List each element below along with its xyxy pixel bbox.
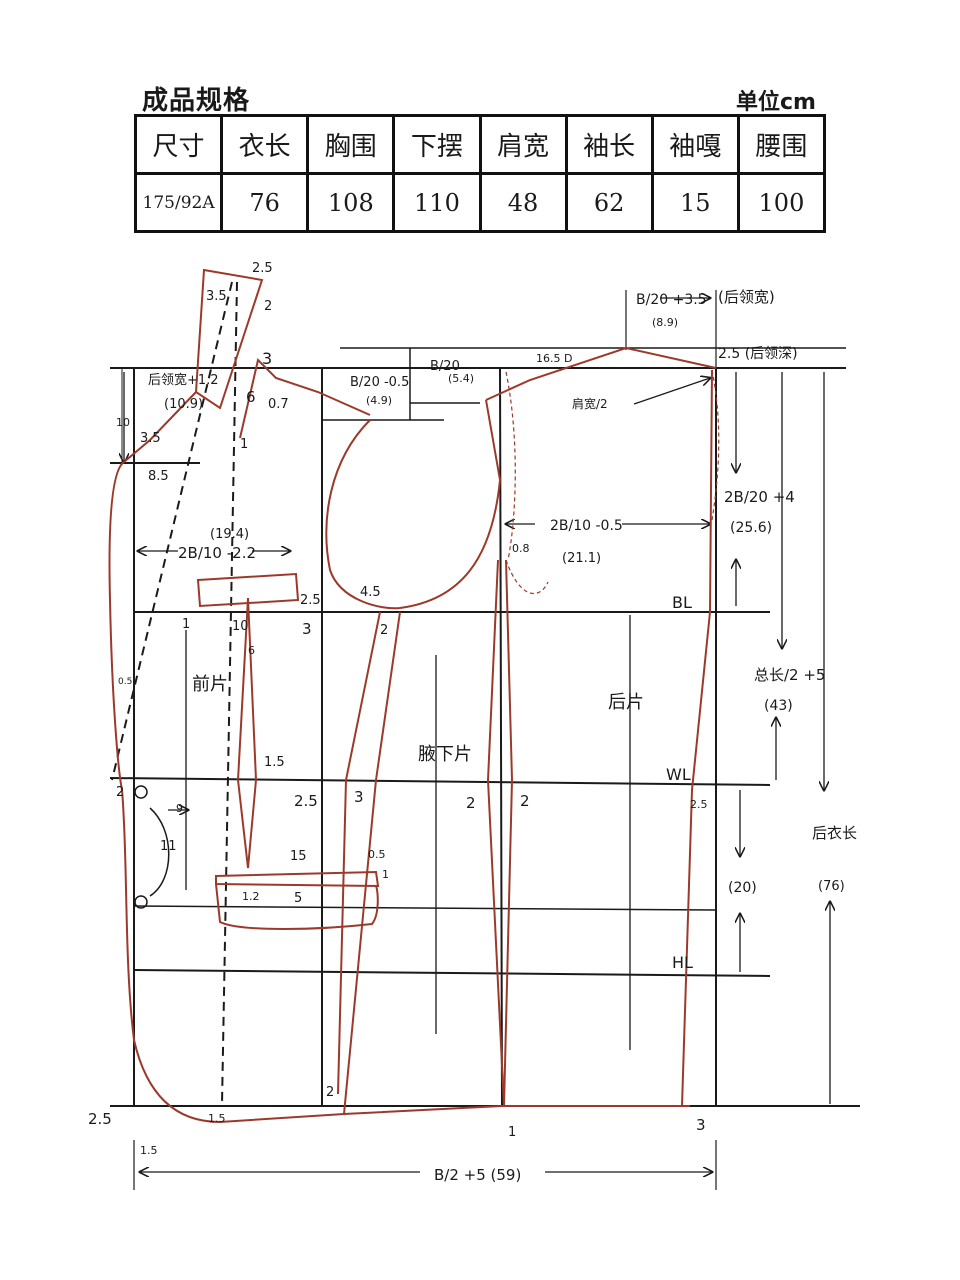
- label: 0.8: [512, 542, 530, 555]
- label: 2.5: [88, 1110, 112, 1128]
- label: 总长/2 +5: [754, 666, 825, 684]
- label: 3.5: [140, 431, 161, 446]
- label: 肩宽/2: [572, 396, 608, 411]
- label: B/20: [430, 359, 460, 374]
- label: (后领宽): [718, 288, 775, 306]
- label: 2B/10 -0.5: [550, 518, 623, 534]
- label: 1.5: [140, 1144, 158, 1157]
- label: 2: [264, 299, 272, 314]
- label: 9: [176, 802, 183, 815]
- spec-value-row: 175/92A 76 108 110 48 62 15 100: [133, 172, 827, 233]
- spec-value-cell: 100: [736, 172, 827, 233]
- label: (25.6): [730, 520, 772, 536]
- label: (43): [764, 698, 793, 714]
- labels: 2.5 3.5 2 3 后领宽+1.2 (10.9) 6 1 0.7 10 3.…: [88, 261, 857, 1184]
- label: 3: [262, 349, 272, 368]
- label: 1: [508, 1125, 516, 1140]
- label: 2: [520, 792, 530, 810]
- label: 2: [466, 794, 476, 812]
- label: 2.5: [252, 261, 273, 276]
- label: (10.9): [164, 397, 203, 412]
- label: B/20 +3.5: [636, 292, 707, 308]
- label: 3: [696, 1116, 706, 1134]
- dashed-lines: [111, 281, 238, 1105]
- panel-label: 腋下片: [418, 744, 472, 765]
- spec-header-cell: 衣长: [220, 114, 310, 175]
- reference-curves: [505, 369, 720, 595]
- spec-header-cell: 胸围: [306, 114, 396, 175]
- panel-label: 后片: [608, 692, 644, 713]
- label: 8.5: [148, 469, 169, 484]
- spec-header-cell: 腰围: [736, 114, 827, 175]
- label: 15: [290, 849, 307, 864]
- spec-header-cell: 肩宽: [478, 114, 568, 175]
- button-mark: [134, 785, 148, 799]
- label: 6: [248, 644, 255, 657]
- label: 2.5: [300, 593, 321, 608]
- label: 2: [326, 1085, 334, 1100]
- spec-title: 成品规格: [142, 86, 251, 116]
- label: (5.4): [448, 372, 474, 385]
- label: 2: [116, 785, 124, 800]
- spec-value-cell: 108: [306, 172, 396, 233]
- spec-header-cell: 下摆: [392, 114, 482, 175]
- label: WL: [666, 765, 691, 784]
- label: 后衣长: [812, 824, 857, 842]
- label: B/2 +5 (59): [434, 1166, 521, 1184]
- spec-value-cell: 110: [392, 172, 482, 233]
- label: 4.5: [360, 585, 381, 600]
- label: (19.4): [210, 527, 249, 542]
- label: 2B/10 -2.2: [178, 544, 256, 562]
- spec-header-cell: 袖长: [564, 114, 654, 175]
- spec-unit: 单位cm: [736, 90, 816, 115]
- label: 3: [354, 788, 364, 806]
- label: 1: [382, 868, 389, 881]
- label: 1.5: [264, 755, 285, 770]
- label: 后领宽+1.2: [148, 372, 219, 388]
- spec-header-row: 尺寸 衣长 胸围 下摆 肩宽 袖长 袖嘎 腰围: [133, 114, 827, 175]
- panel-label: 前片: [192, 674, 228, 695]
- label: 10: [116, 416, 130, 429]
- label: 16.5 D: [536, 352, 572, 365]
- label: 11: [160, 839, 177, 854]
- spec-value-cell: 76: [220, 172, 310, 233]
- label: 2.5: [690, 798, 708, 811]
- label: (20): [728, 880, 757, 896]
- label: 1.5: [208, 1112, 226, 1125]
- spec-value-cell: 15: [650, 172, 740, 233]
- label: 2B/20 +4: [724, 488, 795, 506]
- spec-header-cell: 袖嘎: [650, 114, 740, 175]
- label: BL: [672, 593, 692, 612]
- spec-value-cell: 62: [564, 172, 654, 233]
- label: (21.1): [562, 551, 601, 566]
- label: (4.9): [366, 394, 392, 407]
- label: 1.2: [242, 890, 260, 903]
- spec-value-cell: 175/92A: [133, 172, 224, 233]
- spec-header-cell: 尺寸: [133, 114, 224, 175]
- label: 2.5: [294, 792, 318, 810]
- spec-table: 尺寸 衣长 胸围 下摆 肩宽 袖长 袖嘎 腰围 175/92A 76 108 1…: [133, 114, 827, 233]
- label: (8.9): [652, 316, 678, 329]
- label: 0.5: [368, 848, 386, 861]
- label: 0.5: [118, 677, 132, 687]
- label: 1: [182, 617, 190, 632]
- label: B/20 -0.5: [350, 375, 409, 390]
- pattern-outlines: [108, 268, 717, 1124]
- button-mark: [134, 895, 148, 909]
- label: HL: [672, 953, 693, 972]
- label: 2: [380, 623, 388, 638]
- label: (76): [818, 879, 845, 894]
- label: 5: [294, 891, 302, 906]
- label: 3: [302, 620, 312, 638]
- spec-value-cell: 48: [478, 172, 568, 233]
- label: 10: [232, 619, 249, 634]
- label: 1: [240, 437, 248, 452]
- label: 6: [246, 388, 256, 406]
- button-markers: [134, 785, 170, 909]
- label: 0.7: [268, 397, 289, 412]
- label: 2.5 (后领深): [718, 346, 798, 362]
- label: 3.5: [206, 289, 227, 304]
- dimension-arrows: [124, 298, 830, 1172]
